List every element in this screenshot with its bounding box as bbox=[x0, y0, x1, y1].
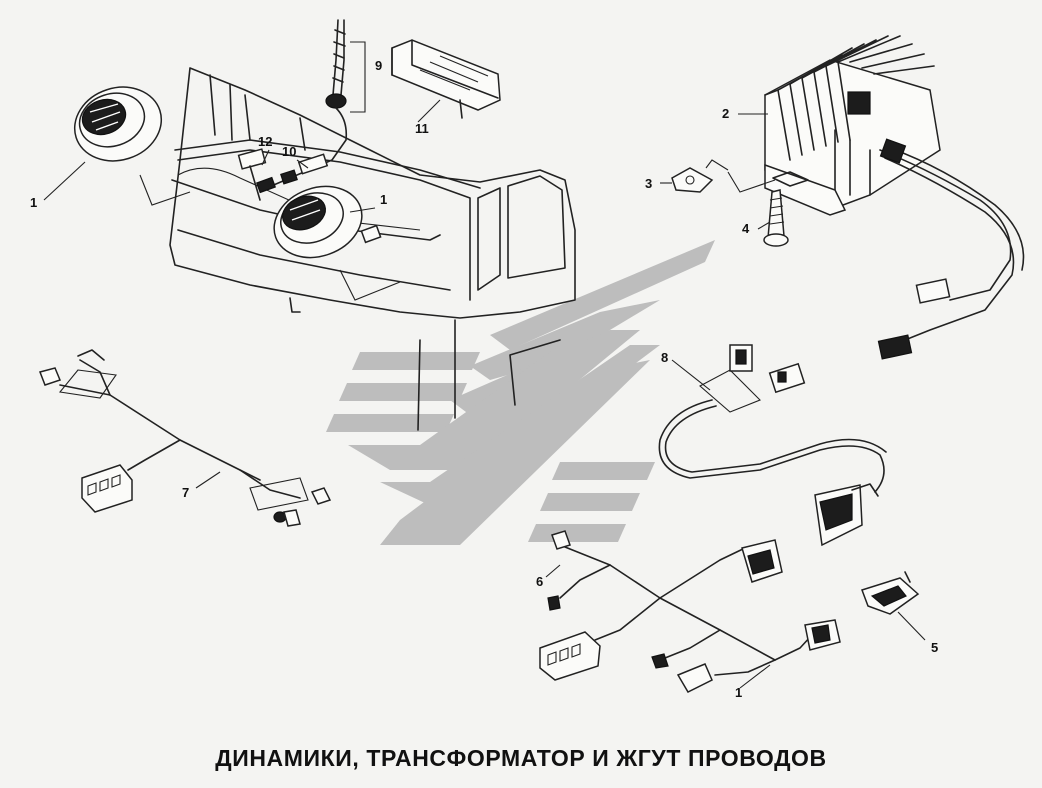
callout-harness-main: 1 bbox=[735, 685, 742, 700]
callout-transformer: 2 bbox=[722, 106, 729, 121]
watermark-logo bbox=[326, 240, 715, 545]
callout-antenna: 9 bbox=[375, 58, 382, 73]
callout-plug-12: 12 bbox=[258, 134, 272, 149]
callout-speaker-dash: 1 bbox=[380, 192, 387, 207]
callout-switch-unit: 5 bbox=[931, 640, 938, 655]
callout-speaker-left: 1 bbox=[30, 195, 37, 210]
switch-unit bbox=[861, 571, 926, 641]
speaker-dash bbox=[273, 185, 401, 301]
callout-cable-8: 8 bbox=[661, 350, 668, 365]
callout-screw: 4 bbox=[742, 221, 750, 236]
transformer bbox=[764, 35, 1025, 360]
callout-radio: 11 bbox=[415, 121, 429, 136]
speaker-left bbox=[73, 86, 191, 206]
cab-outline bbox=[169, 67, 576, 431]
plug-10 bbox=[280, 153, 329, 185]
callout-plug-10: 10 bbox=[282, 144, 296, 159]
leader-lines bbox=[43, 99, 771, 689]
harness-main bbox=[539, 530, 841, 693]
screw bbox=[727, 171, 789, 247]
radio-unit bbox=[391, 39, 501, 119]
diagram-caption: ДИНАМИКИ, ТРАНСФОРМАТОР И ЖГУТ ПРОВОДОВ bbox=[215, 745, 827, 771]
cable-8 bbox=[658, 344, 887, 547]
antenna bbox=[261, 19, 366, 191]
plug-12 bbox=[237, 148, 276, 201]
callout-harness-6: 6 bbox=[536, 574, 543, 589]
callout-harness-7: 7 bbox=[182, 485, 189, 500]
bracket bbox=[671, 159, 729, 193]
harness-7 bbox=[39, 349, 332, 527]
callout-bracket: 3 bbox=[645, 176, 652, 191]
